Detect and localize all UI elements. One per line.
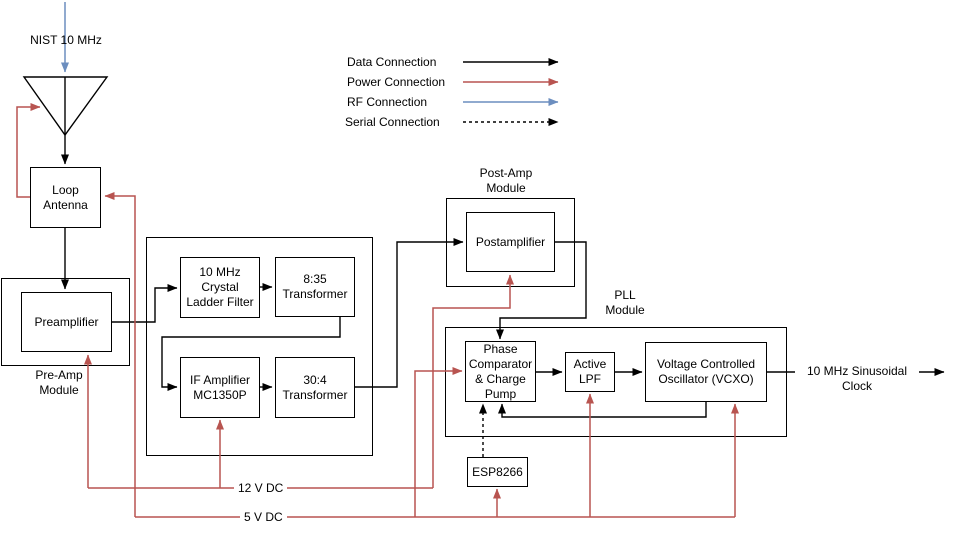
legend-serial-label: Serial Connection — [345, 115, 440, 129]
active-lpf-box: Active LPF — [565, 352, 615, 392]
nist-source-label: NIST 10 MHz — [30, 33, 102, 47]
legend-power-label: Power Connection — [347, 75, 446, 89]
postamplifier-box: Postamplifier — [466, 212, 555, 272]
esp8266-box: ESP8266 — [467, 457, 528, 487]
preamplifier-box: Preamplifier — [21, 292, 112, 352]
vcxo-box: Voltage Controlled Oscillator (VCXO) — [645, 342, 767, 402]
legend-data-label: Data Connection — [347, 55, 437, 69]
crystal-ladder-filter-box: 10 MHz Crystal Ladder Filter — [180, 257, 260, 318]
loop-antenna-box: Loop Antenna — [30, 167, 101, 228]
rail-12v-label: 12 V DC — [234, 481, 288, 496]
if-amplifier-box: IF Amplifier MC1350P — [180, 357, 260, 418]
rail-5v-label: 5 V DC — [240, 510, 287, 525]
legend-rf-label: RF Connection — [347, 95, 428, 109]
pll-module-label: PLL Module — [605, 288, 645, 317]
transformer-8-35-box: 8:35 Transformer — [275, 257, 355, 317]
antenna-symbol — [22, 76, 109, 137]
post-amp-module-label: Post-Amp Module — [479, 166, 533, 195]
pre-amp-module-label: Pre-Amp Module — [35, 368, 83, 397]
clock-output-label: 10 MHz Sinusoidal Clock — [806, 364, 908, 393]
transformer-30-4-box: 30:4 Transformer — [275, 357, 355, 418]
phase-comparator-box: Phase Comparator & Charge Pump — [465, 341, 536, 402]
